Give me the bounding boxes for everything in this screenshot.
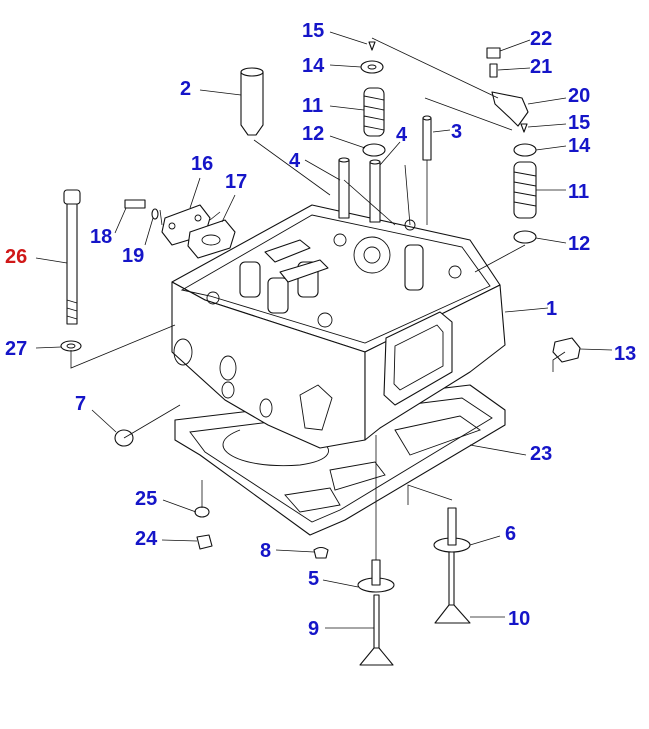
- callout-26: 26: [5, 246, 27, 268]
- crosshead-20: [491, 91, 529, 127]
- plug-8: [313, 546, 329, 559]
- callout-4a: 4: [289, 150, 301, 172]
- callout-12a: 12: [302, 123, 324, 145]
- injector-sleeve-2: [240, 67, 264, 136]
- callout-15b: 15: [568, 112, 590, 134]
- gasket-17: [187, 219, 236, 259]
- callout-18: 18: [90, 226, 112, 248]
- retainer-left: [360, 60, 384, 74]
- callout-15a: 15: [302, 20, 324, 42]
- retainer-right: [513, 143, 537, 157]
- callout-11a: 11: [302, 95, 323, 117]
- callout-24: 24: [135, 528, 158, 550]
- washer-27: [60, 340, 82, 352]
- callout-27: 27: [5, 338, 27, 360]
- plug-13: [552, 337, 581, 363]
- cotter-left: [368, 41, 376, 51]
- callout-20: 20: [568, 85, 590, 107]
- plug-25: [194, 506, 210, 518]
- callout-11b: 11: [568, 181, 589, 203]
- callout-17: 17: [225, 171, 247, 193]
- nut-24: [196, 534, 213, 550]
- valve-spring-right: [513, 161, 537, 219]
- callout-leaders: [35, 31, 613, 629]
- callout-23: 23: [530, 443, 552, 465]
- callout-8: 8: [260, 540, 271, 562]
- valve-10: [434, 551, 471, 624]
- valve-guide-6: [433, 507, 471, 553]
- callout-14a: 14: [302, 55, 325, 77]
- cylinder-head: [171, 204, 506, 449]
- washer-19: [151, 208, 159, 220]
- valve-spring-left: [363, 87, 385, 137]
- callout-25: 25: [135, 488, 157, 510]
- valve-guide-5: [357, 559, 395, 593]
- callout-3: 3: [451, 121, 462, 143]
- spring-seat-right: [513, 230, 537, 244]
- callout-9: 9: [308, 618, 319, 640]
- callout-5: 5: [308, 568, 319, 590]
- callout-16: 16: [191, 153, 213, 175]
- head-gasket: [174, 384, 506, 536]
- callout-6: 6: [505, 523, 516, 545]
- callout-12b: 12: [568, 233, 590, 255]
- callout-1: 1: [546, 298, 557, 320]
- callout-7: 7: [75, 393, 86, 415]
- callout-19: 19: [122, 245, 144, 267]
- callout-4b: 4: [396, 124, 408, 146]
- push-rod-3: [422, 115, 432, 161]
- spring-seat-left: [362, 143, 386, 157]
- callout-10: 10: [508, 608, 530, 630]
- bolt-18: [124, 199, 146, 209]
- assembly-lines: [70, 37, 566, 560]
- callout-21: 21: [530, 56, 552, 78]
- callout-2: 2: [180, 78, 191, 100]
- callout-22: 22: [530, 28, 552, 50]
- adjusting-screw-21: [489, 63, 498, 78]
- callout-labels: 1 2 3 4 4 5 6 7 8 9 10 11 11 12 12 13 14…: [5, 20, 636, 640]
- callout-14b: 14: [568, 135, 591, 157]
- push-rod-4a: [338, 157, 350, 219]
- nut-22: [486, 47, 501, 59]
- push-rod-4b: [369, 159, 381, 223]
- valve-9: [359, 594, 394, 666]
- callout-13: 13: [614, 343, 636, 365]
- cotter-right: [520, 123, 528, 133]
- head-bolt-26: [63, 189, 81, 325]
